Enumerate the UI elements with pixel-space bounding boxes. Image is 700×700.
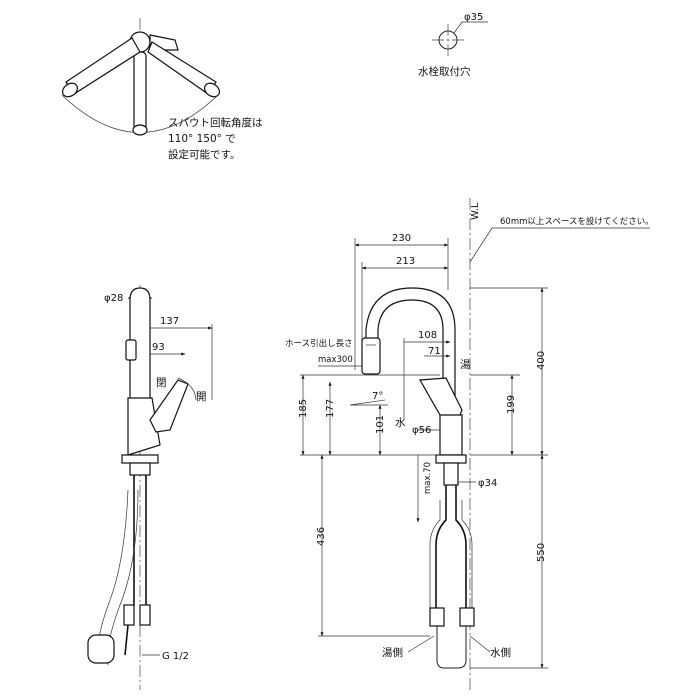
thread-size: G 1/2 bbox=[162, 651, 189, 662]
hole-label: 水栓取付穴 bbox=[418, 65, 471, 78]
dim-436: 436 bbox=[316, 527, 327, 546]
spray-button bbox=[125, 339, 137, 361]
rotation-note-1: スパウト回転角度は bbox=[168, 116, 263, 129]
mounting-hole: φ35 水栓取付穴 bbox=[418, 12, 488, 78]
dim-185: 185 bbox=[298, 399, 309, 418]
side-dia-28: φ28 bbox=[104, 293, 123, 304]
dim-213: 213 bbox=[396, 256, 415, 267]
front-body bbox=[439, 414, 463, 456]
front-lever bbox=[419, 377, 463, 421]
side-dim-137: 137 bbox=[160, 316, 179, 327]
angle-7: 7° bbox=[372, 391, 383, 402]
hose-note-2: max300 bbox=[318, 355, 353, 365]
dim-400: 400 bbox=[536, 351, 547, 370]
top-view: スパウト回転角度は 110° 150° で 設定可能です。 bbox=[61, 18, 263, 161]
front-base bbox=[435, 454, 467, 464]
side-dim-93: 93 bbox=[152, 342, 165, 353]
hose-weight bbox=[87, 634, 115, 664]
spout-center bbox=[133, 51, 147, 133]
cold-label: 水 bbox=[395, 417, 406, 429]
side-body bbox=[127, 397, 161, 456]
spray-head bbox=[361, 337, 381, 375]
dim-177: 177 bbox=[325, 399, 336, 418]
space-note: 60mm以上スペースを設けてください。 bbox=[500, 216, 654, 227]
dim-71: 71 bbox=[428, 346, 441, 357]
dim-230: 230 bbox=[392, 233, 411, 244]
rotation-note-3: 設定可能です。 bbox=[168, 148, 240, 161]
hot-side-label: 湯側 bbox=[382, 646, 403, 659]
dim-101: 101 bbox=[375, 415, 386, 434]
hole-diameter: φ35 bbox=[464, 12, 483, 23]
cold-side-label: 水側 bbox=[490, 646, 511, 659]
max70: max.70 bbox=[423, 462, 433, 494]
side-view: φ28 137 93 閉 開 G 1/2 bbox=[87, 285, 213, 690]
dia-34: φ34 bbox=[478, 478, 497, 489]
hot-label: 湯 bbox=[460, 359, 471, 371]
side-spout bbox=[129, 287, 151, 401]
side-lever bbox=[149, 379, 189, 433]
dim-108: 108 bbox=[418, 330, 437, 341]
dim-199: 199 bbox=[506, 395, 517, 414]
hose-note-1: ホース引出し長さ bbox=[285, 338, 353, 349]
dim-550: 550 bbox=[536, 543, 547, 562]
rotation-note-2: 110° 150° で bbox=[168, 133, 236, 145]
hot-fitting bbox=[429, 607, 445, 627]
wl-label: W.L bbox=[470, 202, 481, 220]
front-view: W.L 60mm以上スペースを設けてください。 230 213 ホース引出し長さ… bbox=[285, 198, 654, 690]
spout-right bbox=[147, 41, 217, 95]
dia-56: φ56 bbox=[412, 425, 431, 436]
closed-label: 閉 bbox=[156, 377, 167, 389]
side-base-plate bbox=[121, 454, 159, 464]
open-label: 開 bbox=[196, 391, 207, 403]
cold-fitting bbox=[459, 607, 475, 627]
